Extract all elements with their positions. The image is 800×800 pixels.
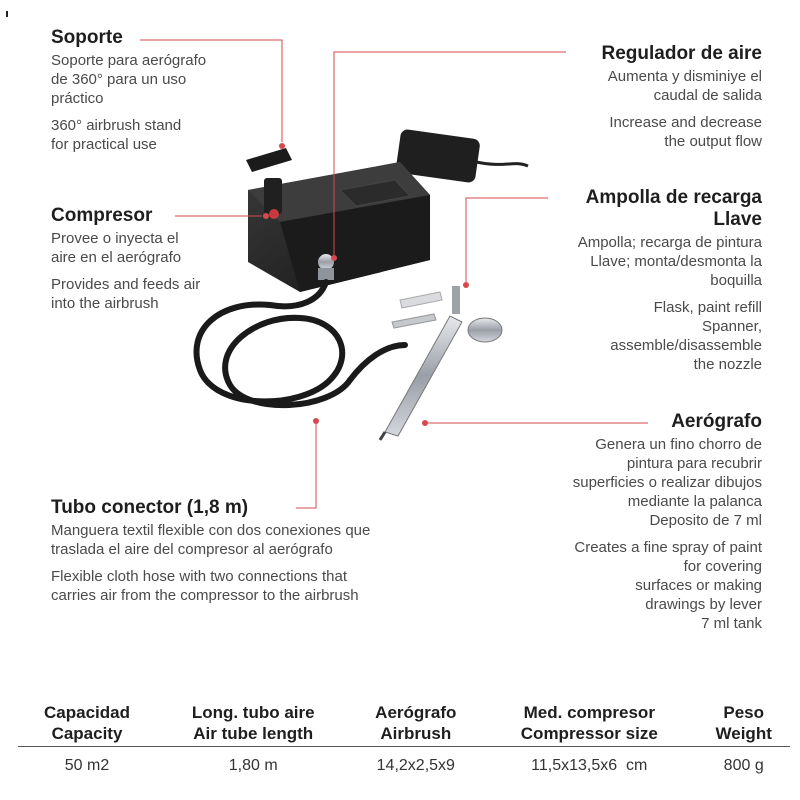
value-weight: 800 g <box>723 757 764 774</box>
callout-title: Regulador de aire <box>601 43 763 64</box>
callout-text-es: Manguera textil flexible con dos conexio… <box>51 522 371 558</box>
callout-aerografo: Aerógrafo Genera un fino chorro de pintu… <box>573 411 762 633</box>
callout-title: Tubo conector (1,8 m) <box>51 497 249 518</box>
callout-text-es: Soporte para aerógrafo de 360° para un u… <box>51 52 207 107</box>
hose <box>193 279 408 409</box>
callout-soporte: Soporte Soporte para aerógrafo de 360° p… <box>51 27 206 154</box>
callout-text-es: Ampolla; recarga de pintura Llave; monta… <box>577 234 762 289</box>
callout-title: Aerógrafo <box>671 411 762 432</box>
specs-value-row: 50 m2 1,80 m 14,2x2,5x9 11,5x13,5x6 cm 8… <box>18 747 790 777</box>
callout-text-en: Flask, paint refill Spanner, assemble/di… <box>610 299 762 373</box>
callout-leaders <box>140 39 648 509</box>
callout-title: Compresor <box>51 205 153 226</box>
callout-regulador: Regulador de aire Aumenta y disminiye el… <box>602 43 763 151</box>
callout-compresor: Compresor Provee o inyecta el aire en el… <box>51 205 200 313</box>
callout-subtitle: Llave <box>713 209 762 230</box>
callout-text-en: Increase and decrease the output flow <box>609 114 762 150</box>
value-capacity: 50 m2 <box>64 757 110 774</box>
callout-text-es: Genera un fino chorro de pintura para re… <box>572 436 762 529</box>
value-compressor-size: 11,5x13,5x6 cm <box>531 757 648 774</box>
accessory-parts <box>391 291 443 329</box>
callout-text-en: Creates a fine spray of paint for coveri… <box>574 539 762 632</box>
value-airbrush: 14,2x2,5x9 <box>376 757 455 774</box>
callout-dots <box>263 143 469 426</box>
airbrush <box>378 286 503 441</box>
callout-title: Ampolla de recarga <box>585 187 762 208</box>
corner-mark <box>6 11 8 17</box>
callout-text-en: Provides and feeds air into the airbrush <box>51 276 201 312</box>
value-tube-length: 1,80 m <box>228 757 278 774</box>
callout-text-en: 360° airbrush stand for practical use <box>51 117 182 153</box>
callout-text-en: Flexible cloth hose with two connections… <box>51 568 359 604</box>
compressor-body <box>248 162 430 292</box>
callout-text-es: Provee o inyecta el aire en el aerógrafo <box>51 230 182 266</box>
callout-title: Soporte <box>51 27 123 48</box>
callout-tubo-conector: Tubo conector (1,8 m) Manguera textil fl… <box>51 497 370 605</box>
callout-text-es: Aumenta y disminiye el caudal de salida <box>607 68 762 104</box>
callout-ampolla: Ampolla de recarga Llave Ampolla; recarg… <box>578 187 762 374</box>
airbrush-stand <box>246 148 292 219</box>
